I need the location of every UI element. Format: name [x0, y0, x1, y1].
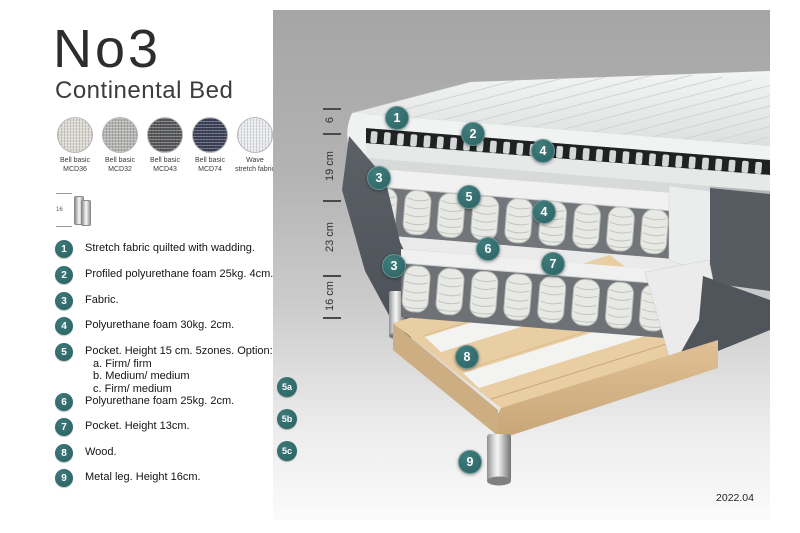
- legend-text: Wood.: [85, 446, 117, 458]
- legend-badge: 8: [55, 444, 73, 462]
- legend-item-6: 6 Polyurethane foam 25kg. 2cm.: [55, 393, 234, 411]
- version-stamp: 2022.04: [716, 492, 754, 504]
- callout-3-lower: 3: [382, 254, 406, 278]
- callout-3-upper: 3: [367, 166, 391, 190]
- ruler-tick: [323, 133, 341, 135]
- callout-5: 5: [457, 185, 481, 209]
- fabric-swatch-icon: [102, 117, 138, 153]
- legend-text: Profiled polyurethane foam 25kg. 4cm.: [85, 268, 274, 280]
- metal-leg-icon: [81, 200, 91, 226]
- legend-badge: 5: [55, 343, 73, 361]
- bed-illustration: [342, 71, 770, 486]
- legend-item-5: 5 Pocket. Height 15 cm. 5zones. Option: …: [55, 343, 273, 395]
- legend-text: Pocket. Height 13cm.: [85, 420, 190, 432]
- callout-9: 9: [458, 450, 482, 474]
- fabric-swatch-icon: [237, 117, 273, 153]
- ruler-tick: [323, 317, 341, 319]
- pocket-options: a. Firm/ firm b. Medium/ medium c. Firm/…: [93, 358, 273, 396]
- legend-badge: 4: [55, 317, 73, 335]
- legend-text: Stretch fabric quilted with wadding.: [85, 242, 255, 254]
- pocket-option-a: a. Firm/ firm: [93, 357, 152, 370]
- callout-1: 1: [385, 106, 409, 130]
- legend-text: Metal leg. Height 16cm.: [85, 471, 201, 483]
- leg-height-thumbnail: 16: [56, 193, 91, 227]
- product-subtitle: Continental Bed: [55, 77, 234, 104]
- callout-4-upper: 4: [531, 139, 555, 163]
- callout-4-lower: 4: [532, 200, 556, 224]
- dim-label-16cm: 16 cm: [324, 281, 336, 311]
- legend-item-8: 8 Wood.: [55, 444, 117, 462]
- firmness-badge: 5a: [277, 377, 297, 397]
- legend-text: Fabric.: [85, 294, 119, 306]
- legend-badge: 2: [55, 266, 73, 284]
- ruler-tick: [323, 200, 341, 202]
- legend-item-2: 2 Profiled polyurethane foam 25kg. 4cm.: [55, 266, 273, 284]
- legend-item-1: 1 Stretch fabric quilted with wadding.: [55, 240, 255, 258]
- legend-badge: 9: [55, 469, 73, 487]
- legend-text: Polyurethane foam 25kg. 2cm.: [85, 395, 235, 407]
- firmness-badge: 5b: [277, 409, 297, 429]
- pocket-option-b: b. Medium/ medium: [93, 370, 190, 382]
- fabric-swatch-icon: [147, 117, 183, 153]
- legend-badge: 7: [55, 418, 73, 436]
- callout-7: 7: [541, 252, 565, 276]
- legend-text: Pocket. Height 15 cm. 5zones. Option: a.…: [85, 343, 273, 395]
- legend-badge: 3: [55, 292, 73, 310]
- fabric-swatch-icon: [192, 117, 228, 153]
- pocket-option-c: c. Firm/ medium: [93, 382, 172, 395]
- dim-label-23cm: 23 cm: [324, 222, 336, 252]
- legend-badge: 6: [55, 393, 73, 411]
- dim-label-19cm: 19 cm: [324, 151, 336, 181]
- fabric-swatch-icon: [57, 117, 93, 153]
- ruler-tick: [323, 108, 341, 110]
- legend-item-4: 4 Polyurethane foam 30kg. 2cm.: [55, 317, 234, 335]
- legend-item-3: 3 Fabric.: [55, 292, 119, 310]
- leg-height-label: 16: [56, 193, 72, 227]
- legend-text-main: Pocket. Height 15 cm. 5zones. Option:: [85, 345, 273, 357]
- firmness-badge: 5c: [277, 441, 297, 461]
- callout-6: 6: [476, 237, 500, 261]
- callout-8: 8: [455, 345, 479, 369]
- legend-text: Polyurethane foam 30kg. 2cm.: [85, 319, 235, 331]
- ruler-tick: [323, 275, 341, 277]
- bed-cutaway-diagram: 6 19 cm 23 cm 16 cm 1 2 4 3 5 4 6 7 3 8 …: [273, 10, 770, 520]
- legend-badge: 1: [55, 240, 73, 258]
- callout-2: 2: [461, 122, 485, 146]
- legend-item-9: 9 Metal leg. Height 16cm.: [55, 469, 201, 487]
- legend-item-7: 7 Pocket. Height 13cm.: [55, 418, 190, 436]
- product-title: No3: [53, 19, 162, 79]
